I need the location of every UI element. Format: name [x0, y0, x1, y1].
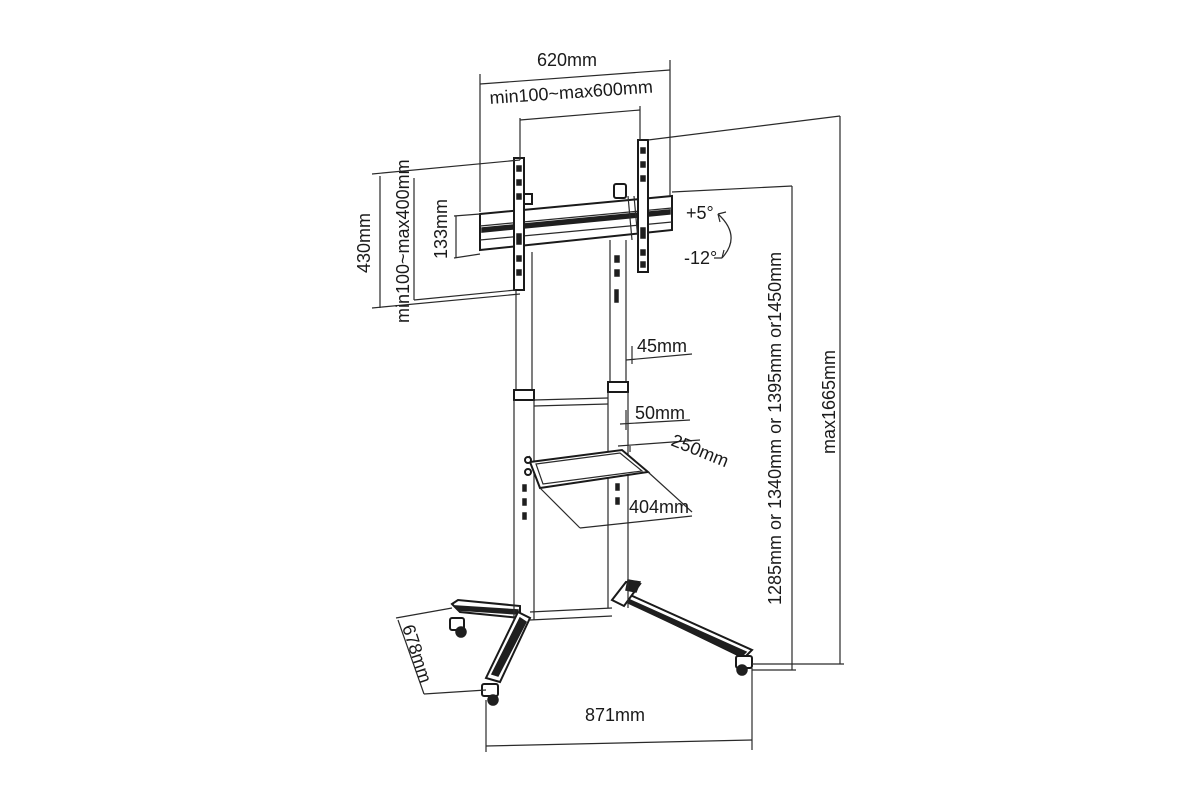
left-column: [513, 252, 535, 620]
label-base-depth: 678mm: [398, 622, 436, 685]
dimension-labels: 620mm min100~max600mm 430mm min100~max40…: [354, 50, 839, 725]
label-tilt-up: +5°: [686, 203, 714, 223]
left-vesa-arm: [513, 157, 525, 291]
label-vesa-vertical: min100~max400mm: [393, 159, 413, 323]
tv-stand: [449, 139, 754, 706]
label-column-upper: 45mm: [637, 336, 687, 356]
label-shelf-depth: 250mm: [669, 430, 732, 471]
label-rail-height: 133mm: [431, 199, 451, 259]
dimension-lines: [371, 60, 844, 752]
right-column: [607, 240, 629, 608]
label-base-width: 871mm: [585, 705, 645, 725]
casters: [449, 617, 753, 706]
right-vesa-arm: [627, 139, 649, 273]
label-shelf-width: 404mm: [629, 497, 689, 517]
base-legs: [450, 579, 754, 684]
label-tilt-down: -12°: [684, 248, 717, 268]
label-mount-heights: 1285mm or 1340mm or 1395mm or1450mm: [765, 252, 785, 605]
label-overall-width: 620mm: [537, 50, 597, 70]
label-max-height: max1665mm: [819, 350, 839, 454]
label-column-lower: 50mm: [635, 403, 685, 423]
label-bracket-height: 430mm: [354, 213, 374, 273]
mounting-rail: [479, 183, 673, 252]
column-brace: [533, 397, 609, 407]
shelf: [524, 448, 651, 490]
